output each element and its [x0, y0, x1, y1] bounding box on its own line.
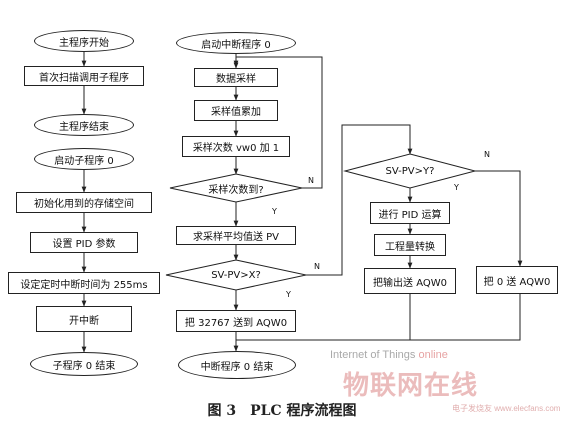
- sample-count-increment-box: 采样次数 vw0 加 1: [182, 136, 290, 157]
- first-scan-label: 首次扫描调用子程序: [39, 72, 129, 84]
- data-sampling-box: 数据采样: [194, 68, 278, 87]
- branch-label-y-x: Y: [286, 290, 291, 299]
- main-program-start: 主程序开始: [34, 30, 134, 52]
- set-pid-label: 设置 PID 参数: [52, 239, 116, 250]
- sv-pv-x-decision: SV-PV>X?: [176, 265, 296, 285]
- sv-pv-y-decision: SV-PV>Y?: [355, 161, 465, 181]
- output-to-aqw0-box: 把输出送 AQW0: [364, 268, 456, 294]
- watermark-english-part1: Internet of Things: [330, 349, 416, 361]
- average-to-pv-box: 求采样平均值送 PV: [176, 226, 296, 245]
- interrupt-program-start: 启动中断程序 0: [176, 32, 296, 54]
- watermark-english: Internet of Things online: [330, 349, 448, 361]
- sample-count-reached-label: 采样次数到?: [208, 184, 264, 196]
- sample-count-increment-label: 采样次数 vw0 加 1: [192, 143, 280, 154]
- main-program-end-label: 主程序结束: [59, 121, 109, 133]
- engineering-conversion-label: 工程量转换: [385, 241, 435, 253]
- average-to-pv-label: 求采样平均值送 PV: [192, 232, 280, 243]
- branch-label-n-x: N: [314, 262, 320, 271]
- data-sampling-label: 数据采样: [216, 74, 256, 85]
- sample-accumulate-label: 采样值累加: [211, 107, 261, 118]
- send-32767-label: 把 32767 送到 AQW0: [184, 317, 288, 329]
- interrupt-end-label: 中断程序 0 结束: [200, 361, 274, 373]
- engineering-conversion-box: 工程量转换: [374, 234, 446, 256]
- set-timer-label: 设定定时中断时间为 255ms: [20, 279, 148, 291]
- interrupt-program-end: 中断程序 0 结束: [178, 351, 296, 379]
- sv-pv-x-label: SV-PV>X?: [211, 269, 261, 281]
- send-32767-box: 把 32767 送到 AQW0: [176, 310, 296, 332]
- zero-to-aqw0-box: 把 0 送 AQW0: [476, 266, 558, 294]
- subroutine-end-label: 子程序 0 结束: [52, 360, 116, 372]
- sv-pv-y-label: SV-PV>Y?: [385, 165, 435, 177]
- watermark-english-part2: online: [415, 349, 448, 361]
- first-scan-call-subroutine-box: 首次扫描调用子程序: [24, 66, 144, 86]
- enable-interrupt-box: 开中断: [36, 306, 132, 332]
- enable-interrupt-label: 开中断: [69, 315, 99, 327]
- zero-to-aqw0-label: 把 0 送 AQW0: [483, 276, 551, 288]
- set-timer-interrupt-box: 设定定时中断时间为 255ms: [8, 272, 160, 294]
- branch-label-n-y: N: [484, 150, 490, 159]
- interrupt-start-label: 启动中断程序 0: [201, 39, 271, 51]
- init-storage-box: 初始化用到的存储空间: [16, 192, 152, 213]
- sample-accumulate-box: 采样值累加: [194, 100, 278, 121]
- figure-caption: 图 3 PLC 程序流程图: [207, 403, 357, 419]
- subroutine-start-label: 启动子程序 0: [54, 155, 114, 167]
- watermark-url: 电子发烧友 www.elecfans.com: [452, 404, 561, 413]
- pid-calculation-label: 进行 PID 运算: [378, 209, 442, 221]
- main-program-end: 主程序结束: [34, 114, 134, 136]
- pid-calculation-box: 进行 PID 运算: [370, 202, 450, 224]
- branch-label-n-count: N: [308, 176, 314, 185]
- watermark-chinese: 物联网在线: [343, 371, 479, 401]
- output-to-aqw0-label: 把输出送 AQW0: [373, 277, 447, 289]
- branch-label-y-y: Y: [454, 183, 459, 192]
- set-pid-params-box: 设置 PID 参数: [30, 232, 138, 253]
- subroutine-end: 子程序 0 结束: [30, 352, 138, 376]
- init-storage-label: 初始化用到的存储空间: [34, 199, 134, 210]
- sample-count-reached-decision: 采样次数到?: [176, 178, 296, 198]
- branch-label-y-count: Y: [272, 207, 277, 216]
- subroutine-start: 启动子程序 0: [34, 148, 134, 170]
- main-program-start-label: 主程序开始: [59, 37, 109, 49]
